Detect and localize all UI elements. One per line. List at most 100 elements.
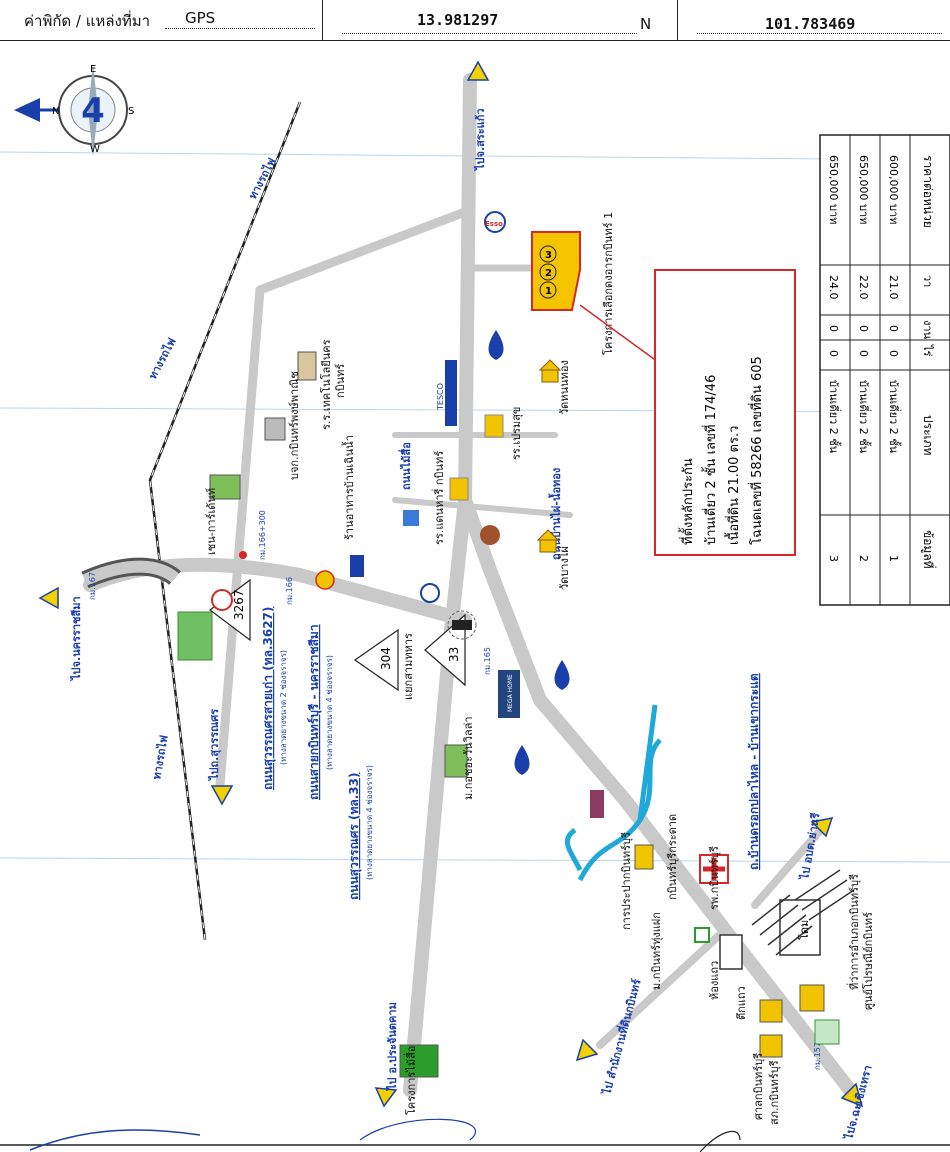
latitude-cell: 13.981297 N: [322, 0, 678, 40]
park-trees-icon: [177, 611, 213, 661]
label-waterworks: การประปากบินทร์บุรี: [620, 832, 633, 930]
landmark-labels: ร.ร.เทคโนโลยีนคร กบินทร์ บจก.กบินทร์พงษ์…: [205, 339, 875, 1125]
label-school-dan: รร.แดนหารี่ กบินทร์: [431, 451, 446, 545]
ptt-station-icon: [554, 660, 570, 690]
label-district-office: ที่ว่าการอำเภอกบินทร์บุรี: [846, 874, 861, 990]
town-center: [719, 869, 855, 970]
cell-rai: 0: [857, 350, 870, 357]
shield-3267-label: 3267: [232, 589, 246, 620]
signature-scribble: [29, 1129, 201, 1151]
coordinate-header: ค่าพิกัด / แหล่งที่มา GPS 13.981297 N 10…: [0, 0, 950, 41]
arrow-chachoengsao-icon: [840, 1082, 864, 1108]
project-plot: 1 2 3: [531, 231, 581, 311]
cell-ngan: 0: [827, 325, 840, 332]
cell-wa: 22.0: [857, 275, 870, 300]
label-sub-district: กบินทร์บุรีกระดาด: [666, 814, 679, 900]
source-label: ค่าพิกัด / แหล่งที่มา: [24, 12, 151, 30]
plot-2-marker: [539, 263, 557, 281]
label-road-304-sub: (ทางลาดยางขนาด 4 ช่องจราจร): [325, 655, 334, 770]
label-project-maisue: โครงการไม้สื่อ: [403, 1046, 418, 1115]
label-junction: แยกสามทหาร: [402, 633, 415, 700]
railway-ties: [149, 101, 301, 941]
source-cell: ค่าพิกัด / แหล่งที่มา GPS: [0, 0, 323, 40]
tech-college-icon: [297, 351, 317, 381]
traffic-light-circle: [447, 610, 477, 640]
waterworks-icon: [634, 844, 654, 870]
dotted-line: [342, 33, 637, 34]
seven-eleven-icon: [694, 927, 710, 943]
label-dome: โดม: [797, 920, 811, 940]
school-dan-icon: [449, 477, 469, 501]
cell-no: 3: [827, 555, 840, 562]
property-line-1: ที่ตั้งหลักประกัน: [678, 458, 696, 545]
label-village-kabin: ม.กบินทร์ทุ่งแฝก: [650, 912, 663, 990]
esso-icon: [484, 211, 506, 233]
temple-bang-phai-icon: [536, 529, 560, 553]
caltex-icon: [211, 589, 233, 611]
latitude-suffix: N: [640, 15, 652, 33]
label-project-1: โครงการเลือกดงอารกบินทร์ 1: [601, 212, 615, 355]
cell-ngan: 0: [887, 325, 900, 332]
label-km-166-300: กม.166+300: [258, 510, 267, 560]
shell-icon: [315, 570, 335, 590]
plot-label-3: 3: [545, 250, 552, 261]
police-icon: [759, 1034, 783, 1058]
label-road-3627: ถนนสุวรรณศรสายเก่า (ทล.3627): [261, 607, 276, 790]
overpass-deck: [82, 560, 179, 586]
direction-arrows: [38, 60, 864, 1108]
property-line-2: บ้านเดี่ยว 2 ชั้น เลขที่ 174/46: [701, 375, 719, 545]
price-table: ราคาต่อหน่วย วา งาน ไร่ ประเภท ข้อมูลที่…: [819, 134, 950, 606]
scb-icon: [403, 510, 419, 526]
arrow-sa-kaeo-icon: [466, 60, 490, 81]
railway-line: [148, 101, 302, 941]
label-railway-3: ทางรถไฟ: [149, 734, 171, 781]
compass: 4 N E S W: [14, 64, 134, 156]
label-km-166: กม.166: [285, 577, 294, 605]
cell-type: บ้านเดี่ยว 2 ชั้น: [827, 380, 842, 454]
signature-scribble: [359, 1118, 477, 1141]
compass-n: N: [52, 106, 59, 117]
cell-no: 2: [857, 555, 870, 562]
label-tech-college: ร.ร.เทคโนโลยีนคร: [319, 339, 333, 430]
traffic-light-icon: [452, 620, 472, 630]
temple-nong-icon: [538, 359, 562, 383]
th-price: ราคาต่อหน่วย: [921, 155, 935, 228]
property-line-4: โฉนดเลขที่ 58266 เลขที่ดิน 605: [748, 356, 765, 545]
road-yan-ri: [751, 821, 829, 909]
arrow-district-office-icon: [575, 1038, 599, 1062]
bridge-icon: [590, 790, 604, 818]
label-road-33: ถนนสุวรรณศร (ทล.33): [347, 773, 362, 901]
chen-garden-icon: [209, 474, 241, 500]
dotted-line: [697, 33, 942, 34]
location-map[interactable]: 4 N E S W ไปจ.สระแก้ว ทางรถไฟ ทางรถไฟ ทา…: [0, 40, 950, 1152]
compass-needle: [88, 64, 98, 156]
th-type: ประเภท: [921, 415, 935, 456]
post-office-icon: [814, 1019, 840, 1045]
property-line-3: เนื้อที่ดิน 21.00 ตร.ว: [724, 426, 742, 545]
label-restaurant: ร้านอาหารบ้านเฉินน้ำ: [341, 435, 356, 540]
shop-house-stripes: [794, 869, 855, 921]
km-marker-dot: [239, 551, 247, 559]
restaurant-icon: [350, 555, 364, 577]
esso-label: Esso: [485, 220, 503, 228]
court-icon: [759, 999, 783, 1023]
label-km-167: กม.167: [88, 572, 97, 600]
compass-e: E: [90, 64, 96, 75]
arrow-yan-ri-icon: [810, 817, 834, 838]
shield-304-icon: [353, 628, 399, 692]
cell-price: 600,000 บาท: [887, 155, 900, 224]
plot-label-2: 2: [545, 268, 552, 279]
label-to-suwannason: ไปถ.สุวรรณศร: [207, 709, 222, 782]
cell-rai: 0: [887, 350, 900, 357]
shield-304-label: 304: [379, 647, 393, 670]
label-road-33-sub: (ทางลาดยางขนาด 4 ช่องจราจร): [365, 765, 374, 880]
label-to-prachantakham: ไป อ.ประจันตคาม: [385, 1002, 399, 1092]
latitude-value: 13.981297: [417, 11, 499, 29]
arrow-nakhon-ratchasima-icon: [38, 586, 59, 610]
signature-scribble: [699, 1130, 741, 1152]
th-no: ข้อมูลที่: [920, 530, 937, 569]
th-rai: ไร่: [921, 344, 934, 357]
village-villa-icon: [444, 744, 468, 778]
ptt-station-icon: [514, 745, 530, 775]
label-km-157: กม.157: [813, 1042, 822, 1070]
